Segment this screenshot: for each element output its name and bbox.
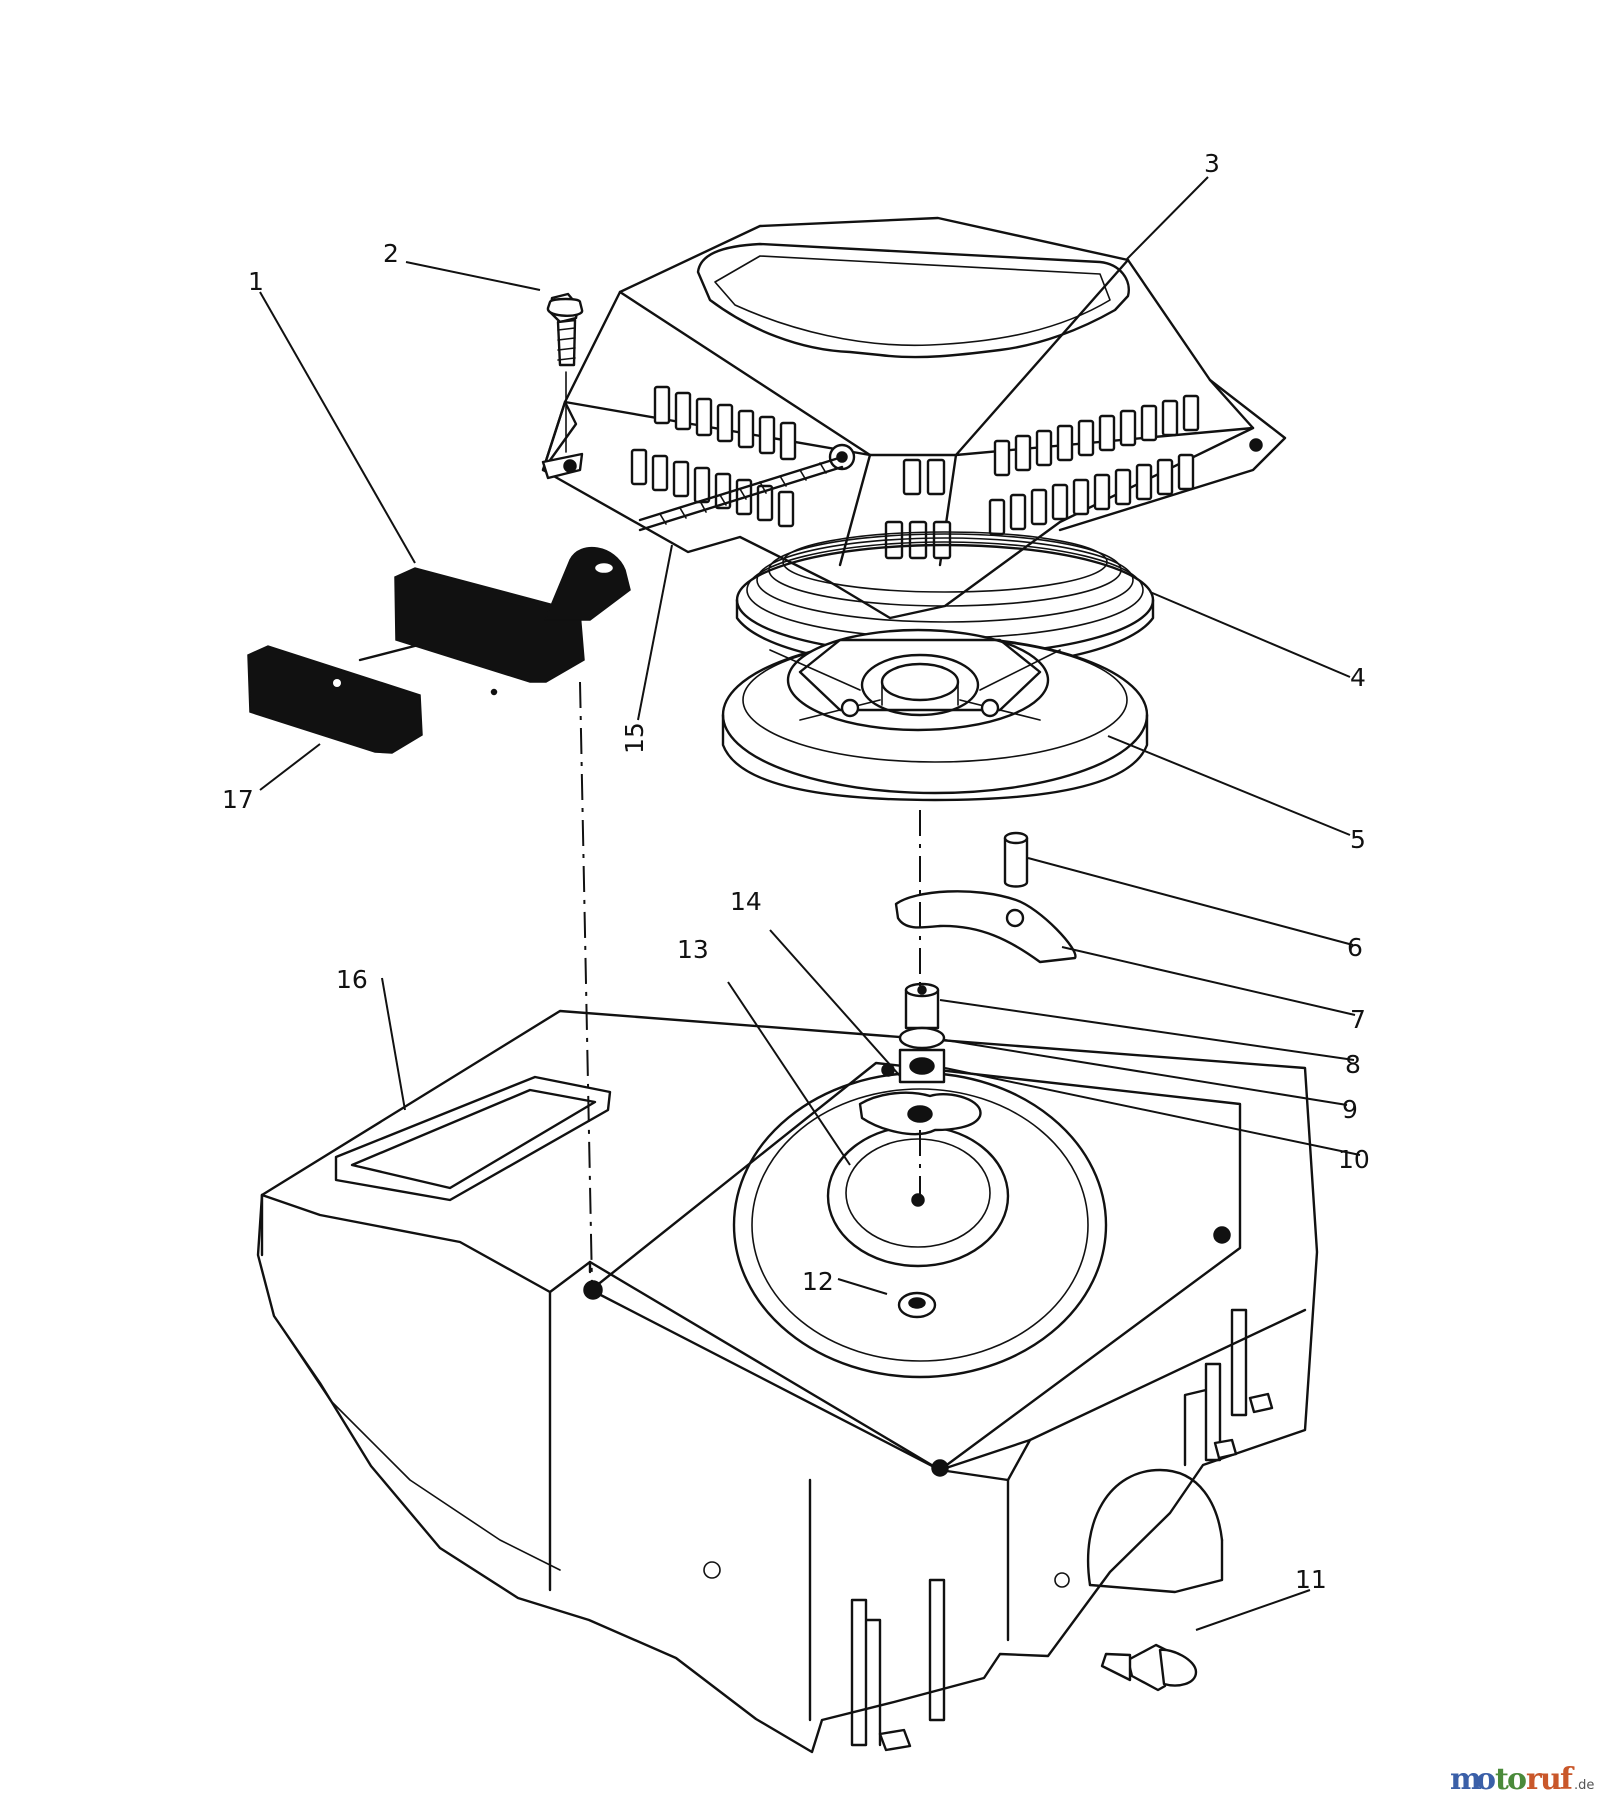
bushing-12	[897, 1291, 937, 1319]
starter-pulley	[721, 628, 1149, 802]
vent-slots-right	[988, 394, 1200, 536]
watermark-letter: r	[1526, 1762, 1543, 1797]
watermark-letter: f	[1560, 1762, 1575, 1797]
spacer-washer	[898, 1026, 946, 1050]
watermark-suffix: .de	[1574, 1778, 1594, 1793]
pawl-pin	[1003, 831, 1029, 888]
blower-housing	[256, 1009, 1319, 1754]
assembly-centerlines	[565, 371, 921, 1286]
callout-5: 5	[1350, 825, 1366, 854]
callout-11: 11	[1295, 1565, 1327, 1594]
vent-slots-left	[630, 385, 797, 528]
callout-16: 16	[336, 965, 368, 994]
callout-14: 14	[730, 887, 762, 916]
callout-12: 12	[802, 1267, 834, 1296]
mounting-screw-2	[546, 292, 584, 367]
rope-handle	[394, 546, 631, 696]
starter-housing-cover	[541, 216, 1287, 620]
callout-1: 1	[248, 267, 264, 296]
callout-9: 9	[1342, 1095, 1358, 1124]
callout-3: 3	[1204, 149, 1220, 178]
watermark-letter: u	[1540, 1762, 1562, 1797]
center-screw	[904, 982, 940, 1030]
watermark-letter: t	[1495, 1762, 1509, 1797]
watermark-letter: m	[1450, 1762, 1482, 1797]
callout-6: 6	[1347, 933, 1363, 962]
watermark-letter: o	[1507, 1762, 1527, 1797]
callout-4: 4	[1350, 663, 1366, 692]
retainer-nut	[898, 1048, 946, 1084]
callout-7: 7	[1350, 1005, 1366, 1034]
leader-lines	[259, 176, 1361, 1631]
handle-insert	[247, 645, 423, 754]
callout-15: 15	[620, 722, 649, 754]
screw-11	[1100, 1643, 1198, 1692]
callout-labels: 1 2 3 4 5 6 7 8 9 10 11 12 13 14 15 16 1…	[222, 149, 1370, 1594]
motoruf-watermark: m o t o r u f .de	[1450, 1762, 1594, 1797]
callout-17: 17	[222, 785, 254, 814]
retainer-plate	[858, 1091, 982, 1136]
callout-13: 13	[677, 935, 709, 964]
watermark-letter: o	[1476, 1762, 1496, 1797]
vent-slots-center	[884, 458, 952, 560]
callout-8: 8	[1345, 1050, 1361, 1079]
callout-10: 10	[1338, 1145, 1370, 1174]
pawl	[894, 890, 1077, 964]
callout-2: 2	[383, 239, 399, 268]
